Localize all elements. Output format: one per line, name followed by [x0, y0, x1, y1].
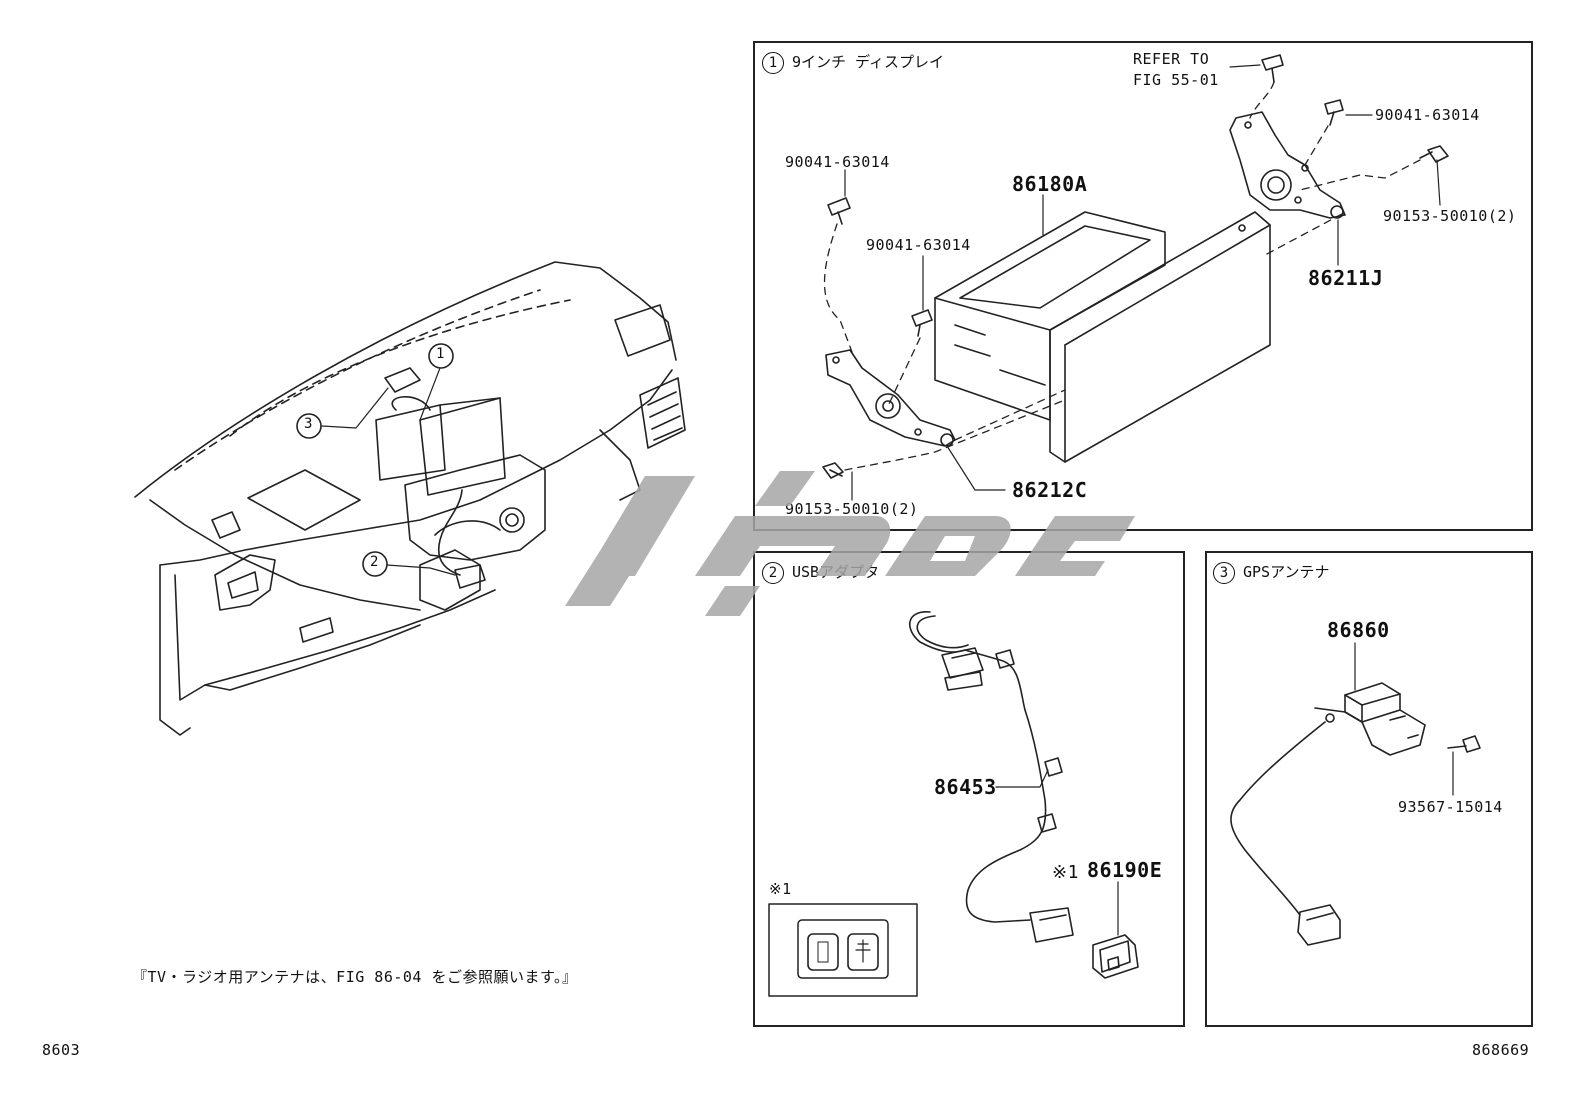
- refer-to-line-1: REFER TO: [1133, 50, 1210, 68]
- inset-label: ※1: [769, 880, 792, 898]
- part-usb-harness: 86453: [934, 775, 997, 799]
- usb-adapter-mark: ※1: [1052, 862, 1079, 883]
- part-display-unit: 86180A: [1012, 172, 1088, 196]
- part-bracket-left: 86212C: [1012, 478, 1088, 502]
- antenna-reference-note: 『TV・ラジオ用アンテナは、FIG 86-04 をご参照願います。』: [132, 968, 578, 986]
- gps-panel-title-text: GPSアンテナ: [1243, 563, 1330, 581]
- panel-number-1: 1: [762, 51, 784, 74]
- footer-right-code: 868669: [1472, 1041, 1530, 1059]
- part-usb-adapter: 86190E: [1087, 858, 1163, 882]
- dashboard-illustration: [134, 261, 686, 736]
- gps-panel: [1205, 551, 1533, 1027]
- display-panel-title: 1 9インチ ディスプレイ: [762, 51, 944, 74]
- panel-number-3: 3: [1213, 561, 1235, 584]
- overview-callout-1: 1: [436, 346, 445, 362]
- overview-callout-3: 3: [304, 416, 313, 432]
- overview-callout-2: 2: [370, 554, 379, 570]
- gps-panel-title: 3 GPSアンテナ: [1213, 561, 1330, 584]
- display-panel-art: [822, 54, 1449, 501]
- part-screw-top-right: 90041-63014: [1375, 106, 1480, 124]
- usb-panel-art: [768, 611, 1139, 997]
- footer-left-code: 8603: [42, 1041, 81, 1059]
- refer-to-line-2: FIG 55-01: [1133, 71, 1219, 89]
- part-gps-screw: 93567-15014: [1398, 798, 1503, 816]
- part-bracket-right: 86211J: [1308, 266, 1384, 290]
- display-panel-title-text: 9インチ ディスプレイ: [792, 53, 945, 71]
- part-bolt-left: 90153-50010(2): [785, 500, 919, 518]
- part-screw-top-left: 90041-63014: [785, 153, 890, 171]
- panel-number-2: 2: [762, 561, 784, 584]
- part-bolt-right: 90153-50010(2): [1383, 207, 1517, 225]
- watermark-logo: [565, 471, 1135, 616]
- display-panel: [753, 41, 1533, 531]
- gps-panel-art: [1230, 642, 1481, 946]
- part-gps-antenna: 86860: [1327, 618, 1390, 642]
- part-screw-mid-left: 90041-63014: [866, 236, 971, 254]
